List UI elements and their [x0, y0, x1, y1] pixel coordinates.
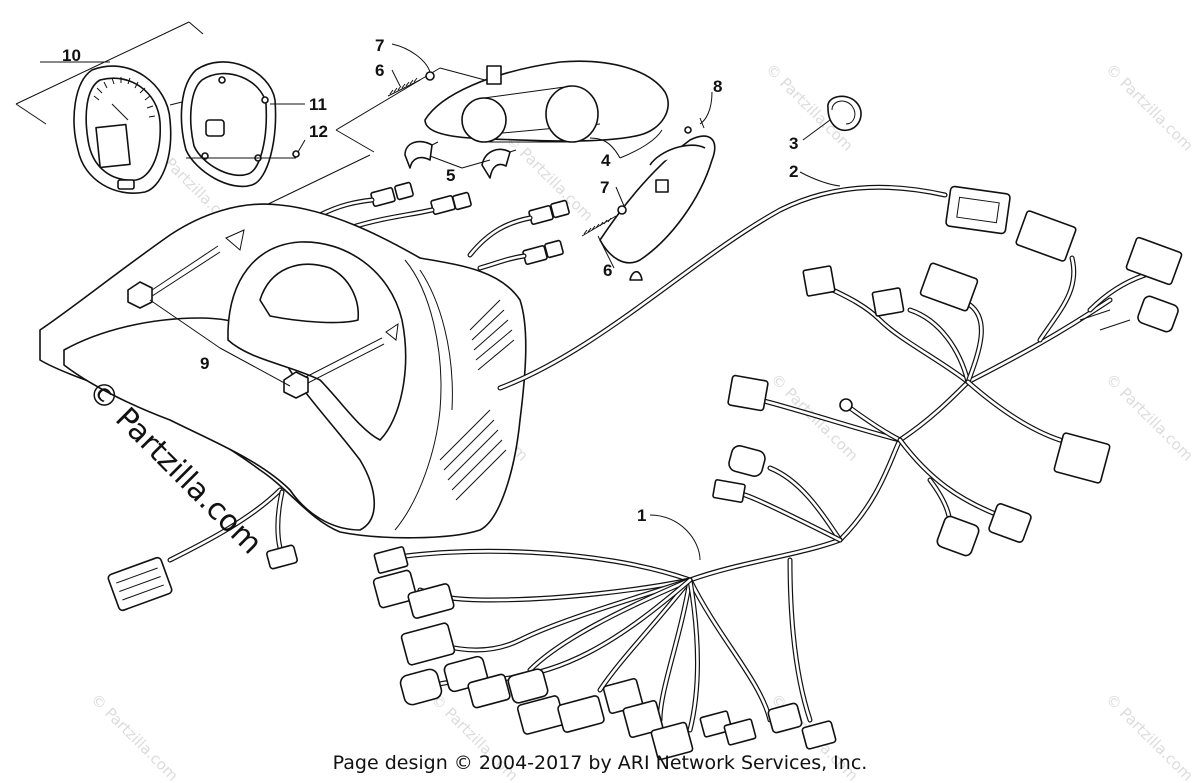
callout-6-lower: 6 — [603, 261, 612, 280]
callout-9: 9 — [200, 354, 209, 373]
callout-11: 11 — [309, 95, 327, 114]
callout-12: 12 — [309, 122, 328, 141]
callout-2: 2 — [789, 162, 798, 181]
headlight-group-bracket — [261, 67, 486, 208]
callout-8: 8 — [713, 77, 722, 96]
callout-3: 3 — [789, 134, 798, 153]
main-wiring-harness — [377, 255, 1148, 733]
clip-ring — [827, 95, 862, 132]
watermark-faint: © Partzilla.com — [1102, 370, 1197, 465]
harness-connectors-right — [712, 210, 1183, 557]
washer — [425, 71, 435, 81]
callout-1: 1 — [637, 506, 646, 525]
harness-connectors-lower — [372, 546, 837, 761]
bulb-sockets — [404, 140, 517, 179]
hood-nose-cone — [39, 203, 527, 539]
screw — [292, 150, 300, 158]
hood-connector — [107, 487, 298, 612]
callout-7-upper: 7 — [375, 36, 384, 55]
callout-4: 4 — [601, 151, 611, 170]
watermark-faint: © Partzilla.com — [1102, 60, 1197, 155]
callout-6-upper: 6 — [375, 61, 384, 80]
gauge-housing — [169, 61, 277, 188]
adjuster-spring-lower — [581, 215, 617, 237]
headlight-housing-upper — [424, 60, 669, 143]
callout-10: 10 — [62, 46, 81, 65]
headlight-housing-lower — [599, 117, 716, 281]
callout-7-lower: 7 — [600, 178, 609, 197]
gauge-group-bracket — [15, 21, 204, 125]
mounting-bolt-lower — [283, 337, 385, 399]
mounting-bolt-upper — [127, 245, 221, 309]
leader-lines — [149, 43, 841, 561]
callout-5: 5 — [446, 166, 455, 185]
speedometer-gauge — [73, 65, 172, 194]
harness-2 — [497, 184, 1011, 391]
adjuster-spring-upper — [387, 77, 421, 97]
page-footer-copyright: Page design © 2004-2017 by ARI Network S… — [332, 752, 868, 774]
headlight-connectors — [317, 181, 570, 271]
washer — [617, 205, 627, 215]
callout-labels: 1 2 3 4 5 6 6 7 7 8 9 10 11 12 — [62, 36, 798, 525]
